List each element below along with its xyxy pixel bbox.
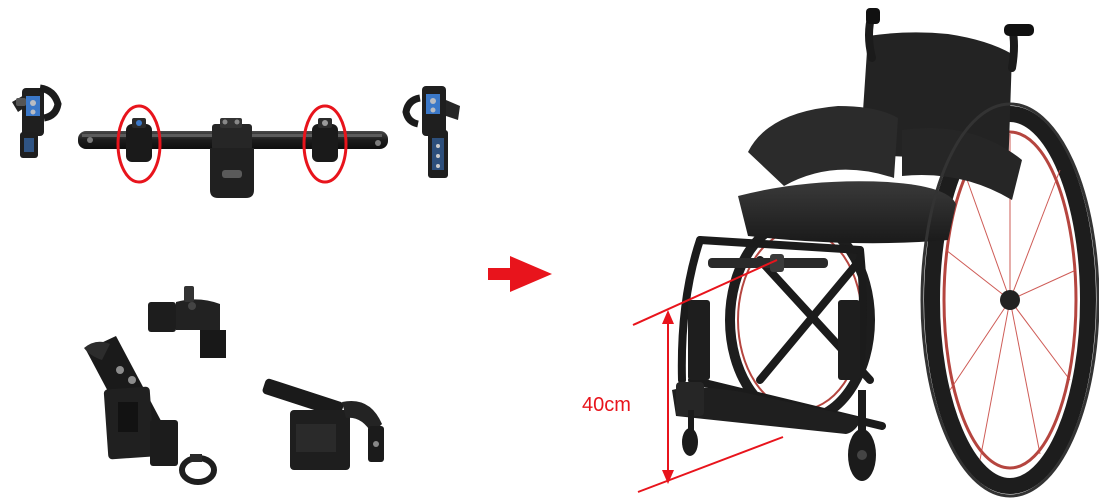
highlight-ellipse [302,104,348,184]
arrow-right-icon [488,256,552,292]
mount-part-icon [148,286,226,358]
dimension-label: 40cm [582,394,631,416]
highlight-ellipse [116,104,162,184]
clamp-bracket-right-icon [402,86,460,178]
dimension-lines [632,259,784,493]
mount-part-icon [84,336,217,485]
mount-part-icon [262,378,384,470]
wheelchair-icon [672,8,1099,498]
clamp-bracket-left-icon [12,84,62,158]
crossbar-tube-icon [78,118,388,198]
